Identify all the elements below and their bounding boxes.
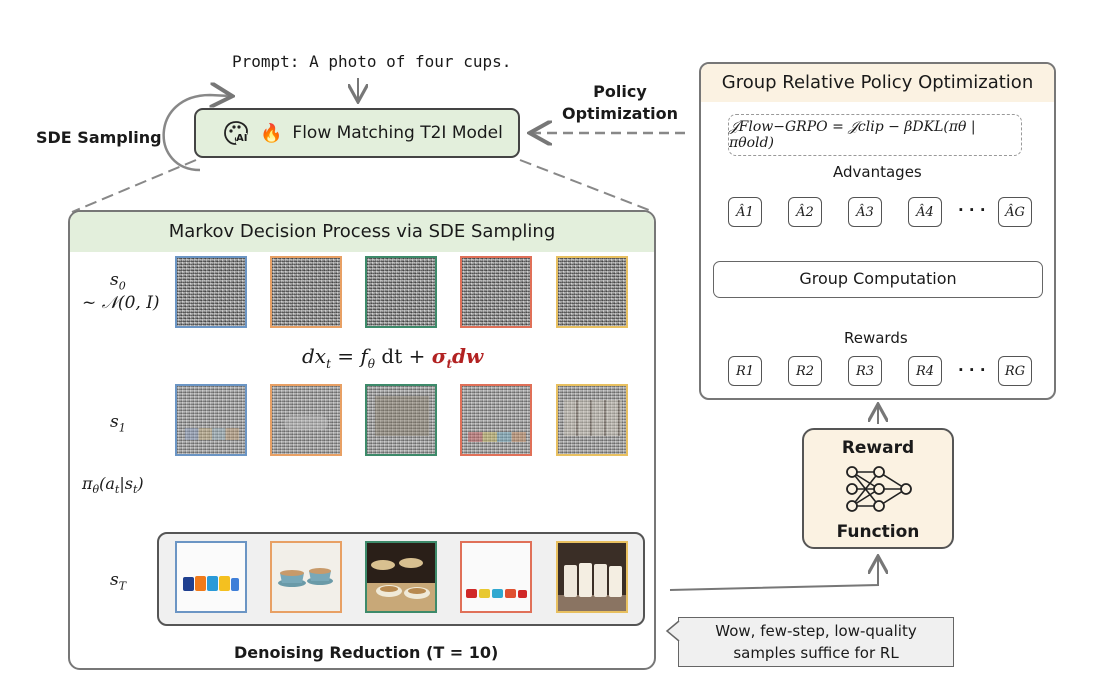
s0-tile-5	[556, 256, 628, 328]
policy-optimization-label: Policy Optimization	[562, 81, 678, 125]
callout-bubble: Wow, few-step, low-quality samples suffi…	[678, 617, 954, 667]
zoom-line-left	[71, 159, 197, 213]
reward-function-box: Reward Function	[802, 428, 954, 549]
sT-photo-2	[270, 541, 342, 613]
s1-tile-1	[175, 384, 247, 456]
advantage-4: Â4	[908, 197, 942, 227]
policy-label-line1: Policy	[593, 82, 647, 101]
sT-photo-3	[365, 541, 437, 613]
sT-photo-4	[460, 541, 532, 613]
advantage-2: Â2	[788, 197, 822, 227]
flow-matching-model-box: AI 🔥 Flow Matching T2I Model	[194, 108, 520, 158]
s1-tile-5	[556, 384, 628, 456]
mdp-footer: Denoising Reduction (T = 10)	[234, 643, 499, 662]
sT-photo-5	[556, 541, 628, 613]
reward-4: R4	[908, 356, 942, 386]
advantages-label: Advantages	[833, 163, 922, 181]
s0-distribution: ~ 𝒩(0, I)	[82, 293, 160, 313]
advantage-1: Â1	[728, 197, 762, 227]
advantage-g: ÂG	[998, 197, 1032, 227]
s1-tile-2	[270, 384, 342, 456]
model-label: Flow Matching T2I Model	[292, 123, 503, 143]
sT-label: sT	[110, 570, 127, 593]
s0-tile-4	[460, 256, 532, 328]
reward-function-line1: Reward	[841, 438, 915, 458]
s1-label: s1	[110, 412, 126, 435]
zoom-line-right	[519, 159, 655, 213]
reward-function-line2: Function	[836, 522, 920, 542]
grpo-title: Group Relative Policy Optimization	[701, 64, 1054, 102]
ai-palette-icon: AI	[222, 119, 250, 147]
mdp-title: Markov Decision Process via SDE Sampling	[70, 212, 654, 252]
group-computation-box: Group Computation	[713, 261, 1043, 298]
policy-label-line2: Optimization	[562, 104, 678, 123]
sde-equation: dxt = fθ dt + σtdw	[302, 344, 484, 371]
callout-line2: samples suffice for RL	[733, 644, 899, 662]
rewards-ellipsis: · · ·	[958, 361, 986, 379]
reward-3: R3	[848, 356, 882, 386]
callout-tail	[665, 620, 680, 642]
s0-label: s0	[110, 270, 126, 293]
advantages-ellipsis: · · ·	[958, 201, 986, 219]
s1-tile-4	[460, 384, 532, 456]
flame-icon: 🔥	[260, 122, 283, 144]
samples-to-reward-arrow	[669, 558, 878, 591]
s0-tile-3	[365, 256, 437, 328]
grpo-panel: Group Relative Policy Optimization	[699, 62, 1056, 400]
prompt-text: Prompt: A photo of four cups.	[232, 52, 512, 71]
ai-icon-text: AI	[236, 133, 248, 144]
reward-2: R2	[788, 356, 822, 386]
neural-network-icon	[846, 466, 912, 512]
sT-photo-1	[175, 541, 247, 613]
rewards-label: Rewards	[844, 329, 908, 347]
policy-label: πθ(at|st)	[82, 474, 144, 497]
s0-tile-2	[270, 256, 342, 328]
sde-sampling-label: SDE Sampling	[36, 128, 162, 147]
callout-line1: Wow, few-step, low-quality	[715, 622, 917, 640]
advantage-3: Â3	[848, 197, 882, 227]
reward-g: RG	[998, 356, 1032, 386]
sde-loop-arrow	[162, 95, 230, 172]
objective-formula: 𝒥Flow−GRPO = 𝒥clip − βDKL(πθ | πθold)	[728, 114, 1022, 156]
s1-tile-3	[365, 384, 437, 456]
reward-1: R1	[728, 356, 762, 386]
s0-tile-1	[175, 256, 247, 328]
